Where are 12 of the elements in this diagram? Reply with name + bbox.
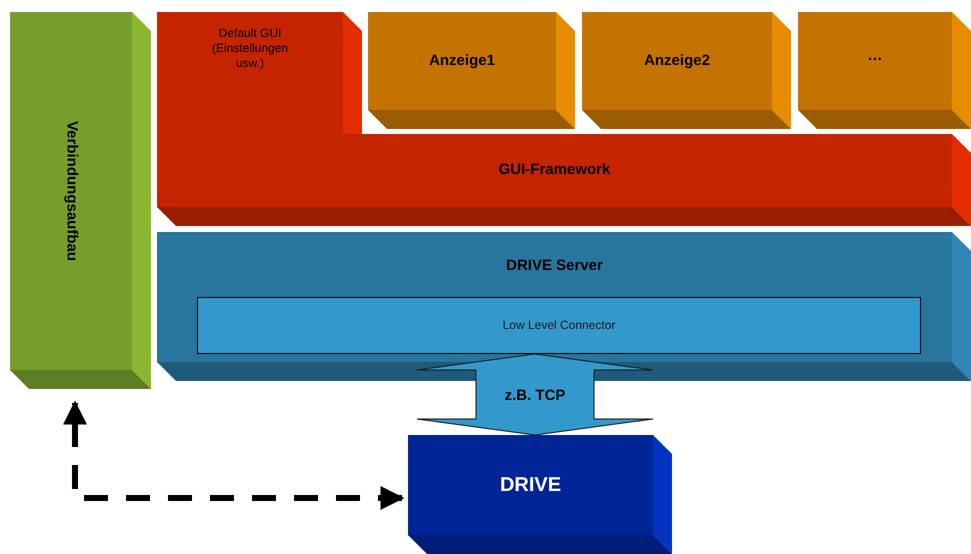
- block-label: Anzeige2: [644, 52, 710, 70]
- block-label: Default GUI (Einstellungen usw.): [210, 26, 290, 70]
- dashed-arrow: [63, 400, 404, 510]
- vertical-label: Verbindungsaufbau: [62, 120, 80, 261]
- block-label: DRIVE Server: [506, 256, 603, 276]
- double-block-arrow: [416, 354, 654, 436]
- block-label: Anzeige1: [429, 52, 495, 70]
- block-label: …: [868, 46, 882, 66]
- edge-label: z.B. TCP: [504, 386, 566, 406]
- block-label: Low Level Connector: [502, 318, 616, 333]
- block-label: GUI-Framework: [498, 161, 610, 180]
- block-label: DRIVE: [500, 472, 562, 498]
